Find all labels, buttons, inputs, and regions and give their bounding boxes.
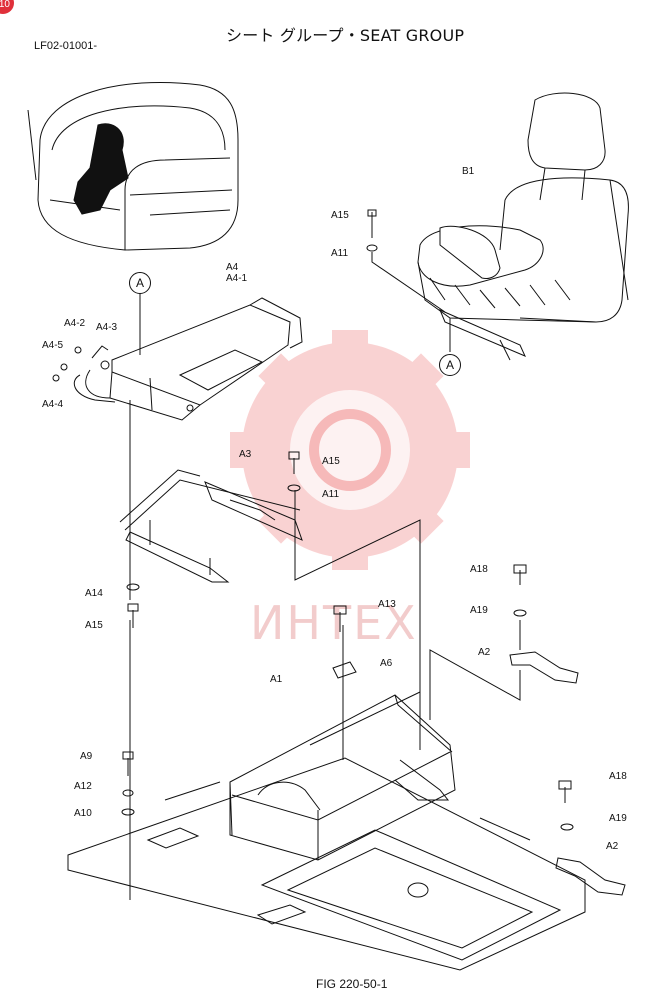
slide-rail-a3 bbox=[119, 469, 303, 583]
callout-a18-upper: A18 bbox=[470, 564, 488, 575]
diagram-title: シート グループ・SEAT GROUP bbox=[226, 26, 465, 45]
callout-a18-lower: A18 bbox=[609, 771, 627, 782]
callout-a2-upper: A2 bbox=[478, 647, 491, 658]
callout-a11-seat: A11 bbox=[331, 248, 349, 259]
seat-stand-a1 bbox=[229, 691, 456, 861]
callout-a10: A10 bbox=[74, 808, 92, 819]
bracket-a4 bbox=[52, 297, 303, 421]
callout-a14: A14 bbox=[85, 588, 103, 599]
fasteners bbox=[121, 209, 574, 831]
bracket-a6 bbox=[332, 661, 357, 679]
page-corner-badge: 10 bbox=[0, 0, 14, 14]
callout-a1: A1 bbox=[270, 674, 283, 685]
callout-a4-2: A4-2 bbox=[64, 318, 86, 329]
figure-number: FIG 220-50-1 bbox=[316, 977, 388, 991]
cab-overview-illustration bbox=[27, 82, 239, 251]
callout-a19-lower: A19 bbox=[609, 813, 627, 824]
callout-a2-lower: A2 bbox=[606, 841, 619, 852]
reference-marker-a-seat: A bbox=[439, 354, 461, 376]
callout-a19-upper: A19 bbox=[470, 605, 488, 616]
callout-a4-5: A4-5 bbox=[42, 340, 64, 351]
callout-a15-seat: A15 bbox=[331, 210, 349, 221]
plate-a2-lower bbox=[555, 857, 626, 896]
callout-a11-mid: A11 bbox=[322, 489, 340, 500]
callout-a15-left: A15 bbox=[85, 620, 103, 631]
callout-a12: A12 bbox=[74, 781, 92, 792]
callout-a15-mid: A15 bbox=[322, 456, 340, 467]
callout-b1: B1 bbox=[462, 166, 475, 177]
callout-a3: A3 bbox=[239, 449, 252, 460]
callout-a4-4: A4-4 bbox=[42, 399, 64, 410]
reference-marker-a-top: A bbox=[129, 272, 151, 294]
plate-a2-upper bbox=[509, 651, 579, 684]
watermark-text: ИНТЕХ bbox=[250, 596, 418, 650]
callout-a6: A6 bbox=[380, 658, 393, 669]
callout-a13: A13 bbox=[378, 599, 396, 610]
seat-illustration bbox=[417, 92, 629, 361]
callout-a4-3: A4-3 bbox=[96, 322, 118, 333]
callout-a4-1: A4-1 bbox=[226, 273, 248, 284]
callout-a4: A4 bbox=[226, 262, 239, 273]
floor-plate bbox=[67, 757, 586, 971]
callout-a9: A9 bbox=[80, 751, 93, 762]
serial-code: LF02-01001- bbox=[34, 40, 97, 52]
